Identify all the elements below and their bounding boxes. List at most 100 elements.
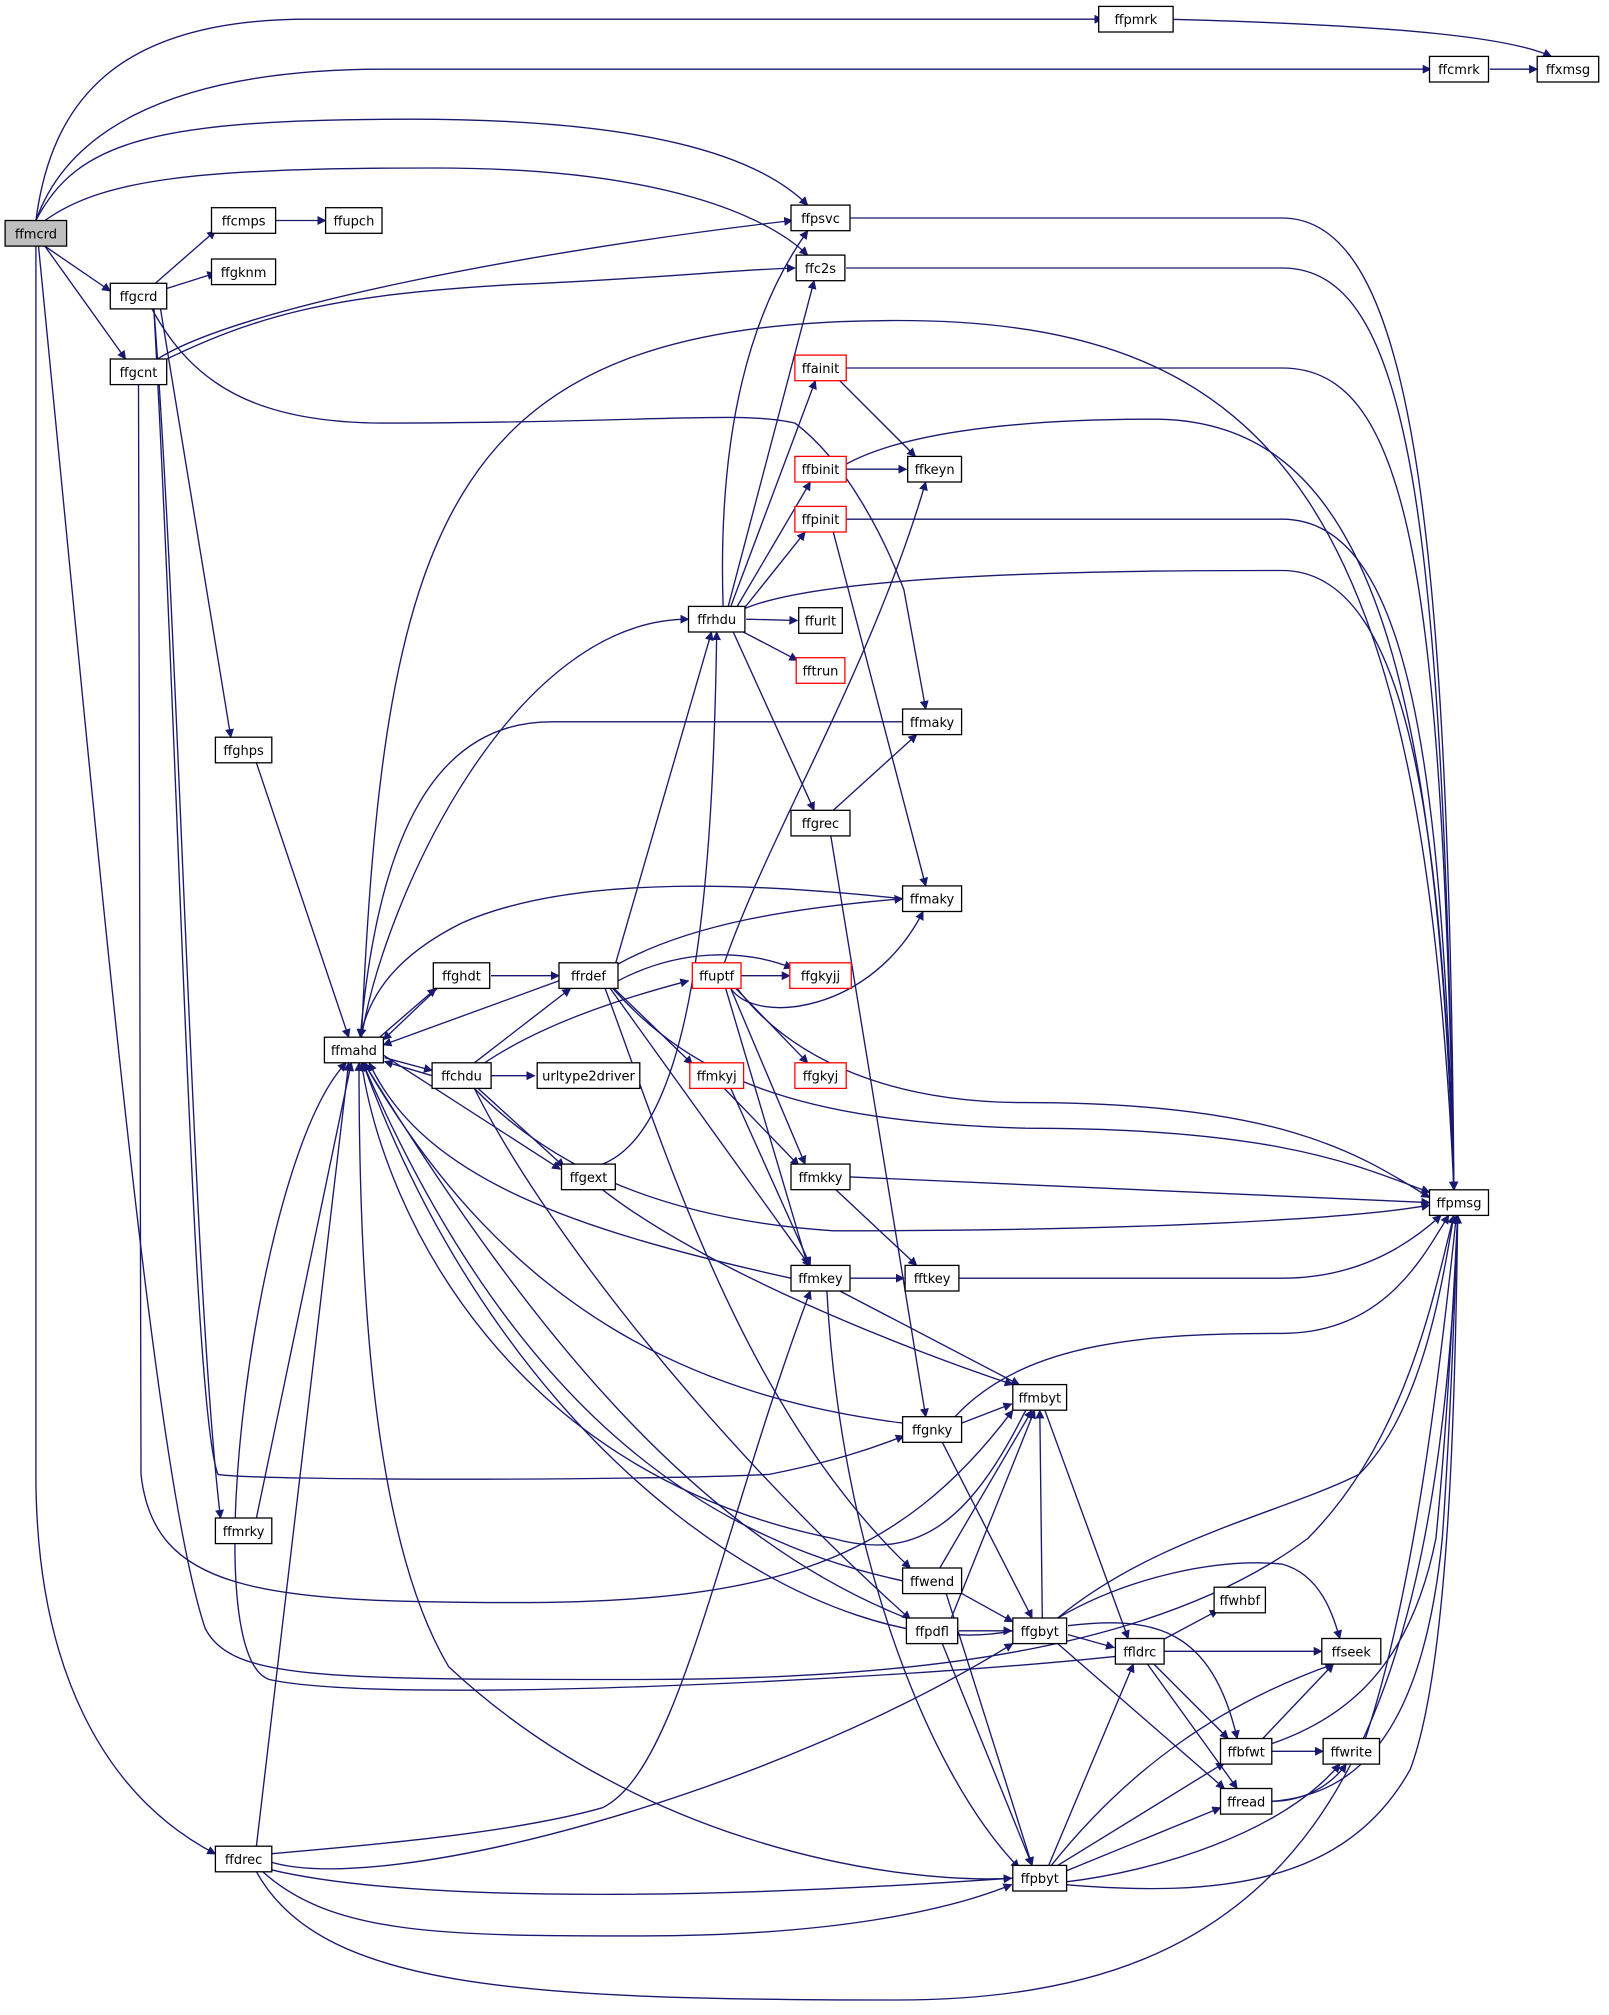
node-label: ffcmps <box>222 215 266 230</box>
edge-ffmahd-to-ffrhdu <box>360 614 690 1038</box>
call-edges <box>35 14 1553 2001</box>
node-box <box>790 809 851 837</box>
edge-ffrdef-to-ffmaky2 <box>617 894 904 965</box>
node-ffpmsg[interactable]: ffpmsg <box>1428 1189 1490 1217</box>
edge-ffgrec-to-ffgnky <box>830 835 929 1418</box>
edge-ffrhdu-to-fftrun <box>740 630 799 661</box>
node-ffwend[interactable]: ffwend <box>901 1567 963 1595</box>
node-ffcmrk[interactable]: ffcmrk <box>1428 55 1490 83</box>
edge-ffghdt-to-ffmahd <box>382 986 439 1041</box>
edge-ffpinit-to-ffmaky2 <box>832 531 929 887</box>
node-box <box>790 204 851 232</box>
node-ffwhbf[interactable]: ffwhbf <box>1213 1586 1267 1614</box>
node-urltype2driver[interactable]: urltype2driver <box>536 1062 641 1090</box>
node-ffgcnt[interactable]: ffgcnt <box>109 358 168 386</box>
node-box <box>794 505 847 533</box>
node-ffmaky1[interactable]: ffmaky <box>901 708 963 736</box>
node-ffgcrd[interactable]: ffgcrd <box>109 282 168 310</box>
node-ffpdfl[interactable]: ffpdfl <box>905 1617 959 1645</box>
edge-ffgnky-to-ffmahd <box>363 1062 903 1424</box>
edge-ffdrec-to-ffmahd <box>255 1061 353 1847</box>
node-ffmbyt[interactable]: ffmbyt <box>1012 1383 1068 1411</box>
node-ffxmsg[interactable]: ffxmsg <box>1536 55 1600 83</box>
edge-ffmbyt-to-ffldrc <box>1044 1410 1130 1640</box>
edge-ffrhdu-to-ffpinit <box>743 531 806 610</box>
node-label: ffghps <box>223 744 264 759</box>
edge-ffdrec-to-ffpbyt <box>262 1871 1013 1937</box>
node-ffrdef[interactable]: ffrdef <box>558 962 619 990</box>
node-box <box>1428 1189 1490 1217</box>
node-ffmrky[interactable]: ffmrky <box>214 1517 273 1545</box>
node-box <box>214 1517 273 1545</box>
node-label: ffpmrk <box>1115 13 1158 28</box>
edge-ffgnky-to-ffpmsg <box>954 1214 1450 1418</box>
node-ffwrite[interactable]: ffwrite <box>1322 1737 1381 1765</box>
edge-ffmkky-to-ffpmsg <box>849 1176 1431 1207</box>
node-ffgnky[interactable]: ffgnky <box>901 1416 963 1443</box>
node-box <box>536 1062 641 1090</box>
node-label: ffcmrk <box>1438 63 1480 78</box>
node-box <box>901 885 963 913</box>
node-ffrhdu[interactable]: ffrhdu <box>687 605 746 633</box>
node-ffgkyj[interactable]: ffgkyj <box>794 1062 847 1090</box>
node-box <box>1114 1637 1165 1665</box>
node-ffkeyn[interactable]: ffkeyn <box>907 455 963 483</box>
node-ffgext[interactable]: ffgext <box>560 1163 616 1191</box>
node-ffmaky2[interactable]: ffmaky <box>901 885 963 913</box>
node-label: ffpinit <box>802 513 840 528</box>
node-box <box>431 1062 492 1090</box>
edge-ffuptf-to-ffkeyn <box>723 481 928 964</box>
edge-ffrhdu-to-ffc2s <box>727 279 817 607</box>
node-ffgbyt[interactable]: ffgbyt <box>1012 1617 1068 1645</box>
node-label: fftkey <box>914 1272 951 1287</box>
node-label: ffwend <box>910 1575 954 1590</box>
node-ffmkey[interactable]: ffmkey <box>790 1264 851 1292</box>
node-ffmkyj[interactable]: ffmkyj <box>689 1062 745 1090</box>
node-fftrun[interactable]: fftrun <box>795 657 846 684</box>
node-label: ffgkyj <box>803 1070 839 1085</box>
node-ffpmrk[interactable]: ffpmrk <box>1098 5 1174 33</box>
node-box <box>210 207 277 234</box>
node-ffainit[interactable]: ffainit <box>794 354 847 382</box>
node-ffcmps[interactable]: ffcmps <box>210 207 277 234</box>
node-ffghps[interactable]: ffghps <box>214 736 273 764</box>
edge-ffmkyj-to-ffmkey <box>730 1088 812 1267</box>
node-ffmahd[interactable]: ffmahd <box>323 1036 385 1064</box>
node-ffpbyt[interactable]: ffpbyt <box>1012 1864 1068 1892</box>
node-ffseek[interactable]: ffseek <box>1321 1637 1382 1665</box>
node-box <box>687 605 746 633</box>
node-ffbfwt[interactable]: ffbfwt <box>1219 1737 1273 1765</box>
node-box <box>789 962 852 990</box>
node-ffgkyjj[interactable]: ffgkyjj <box>789 962 852 990</box>
edge-ffdrec-to-ffgbyt <box>269 1643 1014 1870</box>
node-ffbinit[interactable]: ffbinit <box>794 455 847 483</box>
node-box <box>1012 1617 1068 1645</box>
edge-ffpbyt-to-ffseek <box>1050 1662 1335 1866</box>
node-ffgrec[interactable]: ffgrec <box>790 809 851 837</box>
node-box <box>1219 1737 1273 1765</box>
node-ffc2s[interactable]: ffc2s <box>795 254 846 282</box>
node-label: fftrun <box>803 665 839 680</box>
node-ffuptf[interactable]: ffuptf <box>691 962 742 990</box>
node-fftkey[interactable]: fftkey <box>904 1264 960 1292</box>
node-ffmcrd[interactable]: ffmcrd <box>4 219 68 247</box>
node-ffmkky[interactable]: ffmkky <box>790 1163 851 1191</box>
edge-ffrdef-to-ffmahd <box>382 980 560 1047</box>
node-ffldrc[interactable]: ffldrc <box>1114 1637 1165 1665</box>
edge-ffgbyt-to-ffread <box>1057 1643 1226 1790</box>
edge-ffmcrd-to-ffc2s <box>44 167 809 256</box>
node-ffchdu[interactable]: ffchdu <box>431 1062 492 1090</box>
node-ffread[interactable]: ffread <box>1219 1787 1273 1815</box>
node-ffdrec[interactable]: ffdrec <box>214 1845 273 1873</box>
edge-ffc2s-to-ffpmsg <box>846 267 1459 1191</box>
node-ffurlt[interactable]: ffurlt <box>798 607 843 634</box>
node-ffpsvc[interactable]: ffpsvc <box>790 204 851 232</box>
node-ffupch[interactable]: ffupch <box>324 207 383 234</box>
edge-ffbinit-to-ffpmsg <box>845 418 1459 1191</box>
node-label: ffrdef <box>571 970 606 985</box>
edge-ffgbyt-to-ffbfwt <box>1067 1622 1240 1740</box>
node-ffpinit[interactable]: ffpinit <box>794 505 847 533</box>
node-ffgknm[interactable]: ffgknm <box>210 258 277 286</box>
edge-ffainit-to-ffpmsg <box>846 367 1459 1191</box>
node-ffghdt[interactable]: ffghdt <box>432 962 491 990</box>
